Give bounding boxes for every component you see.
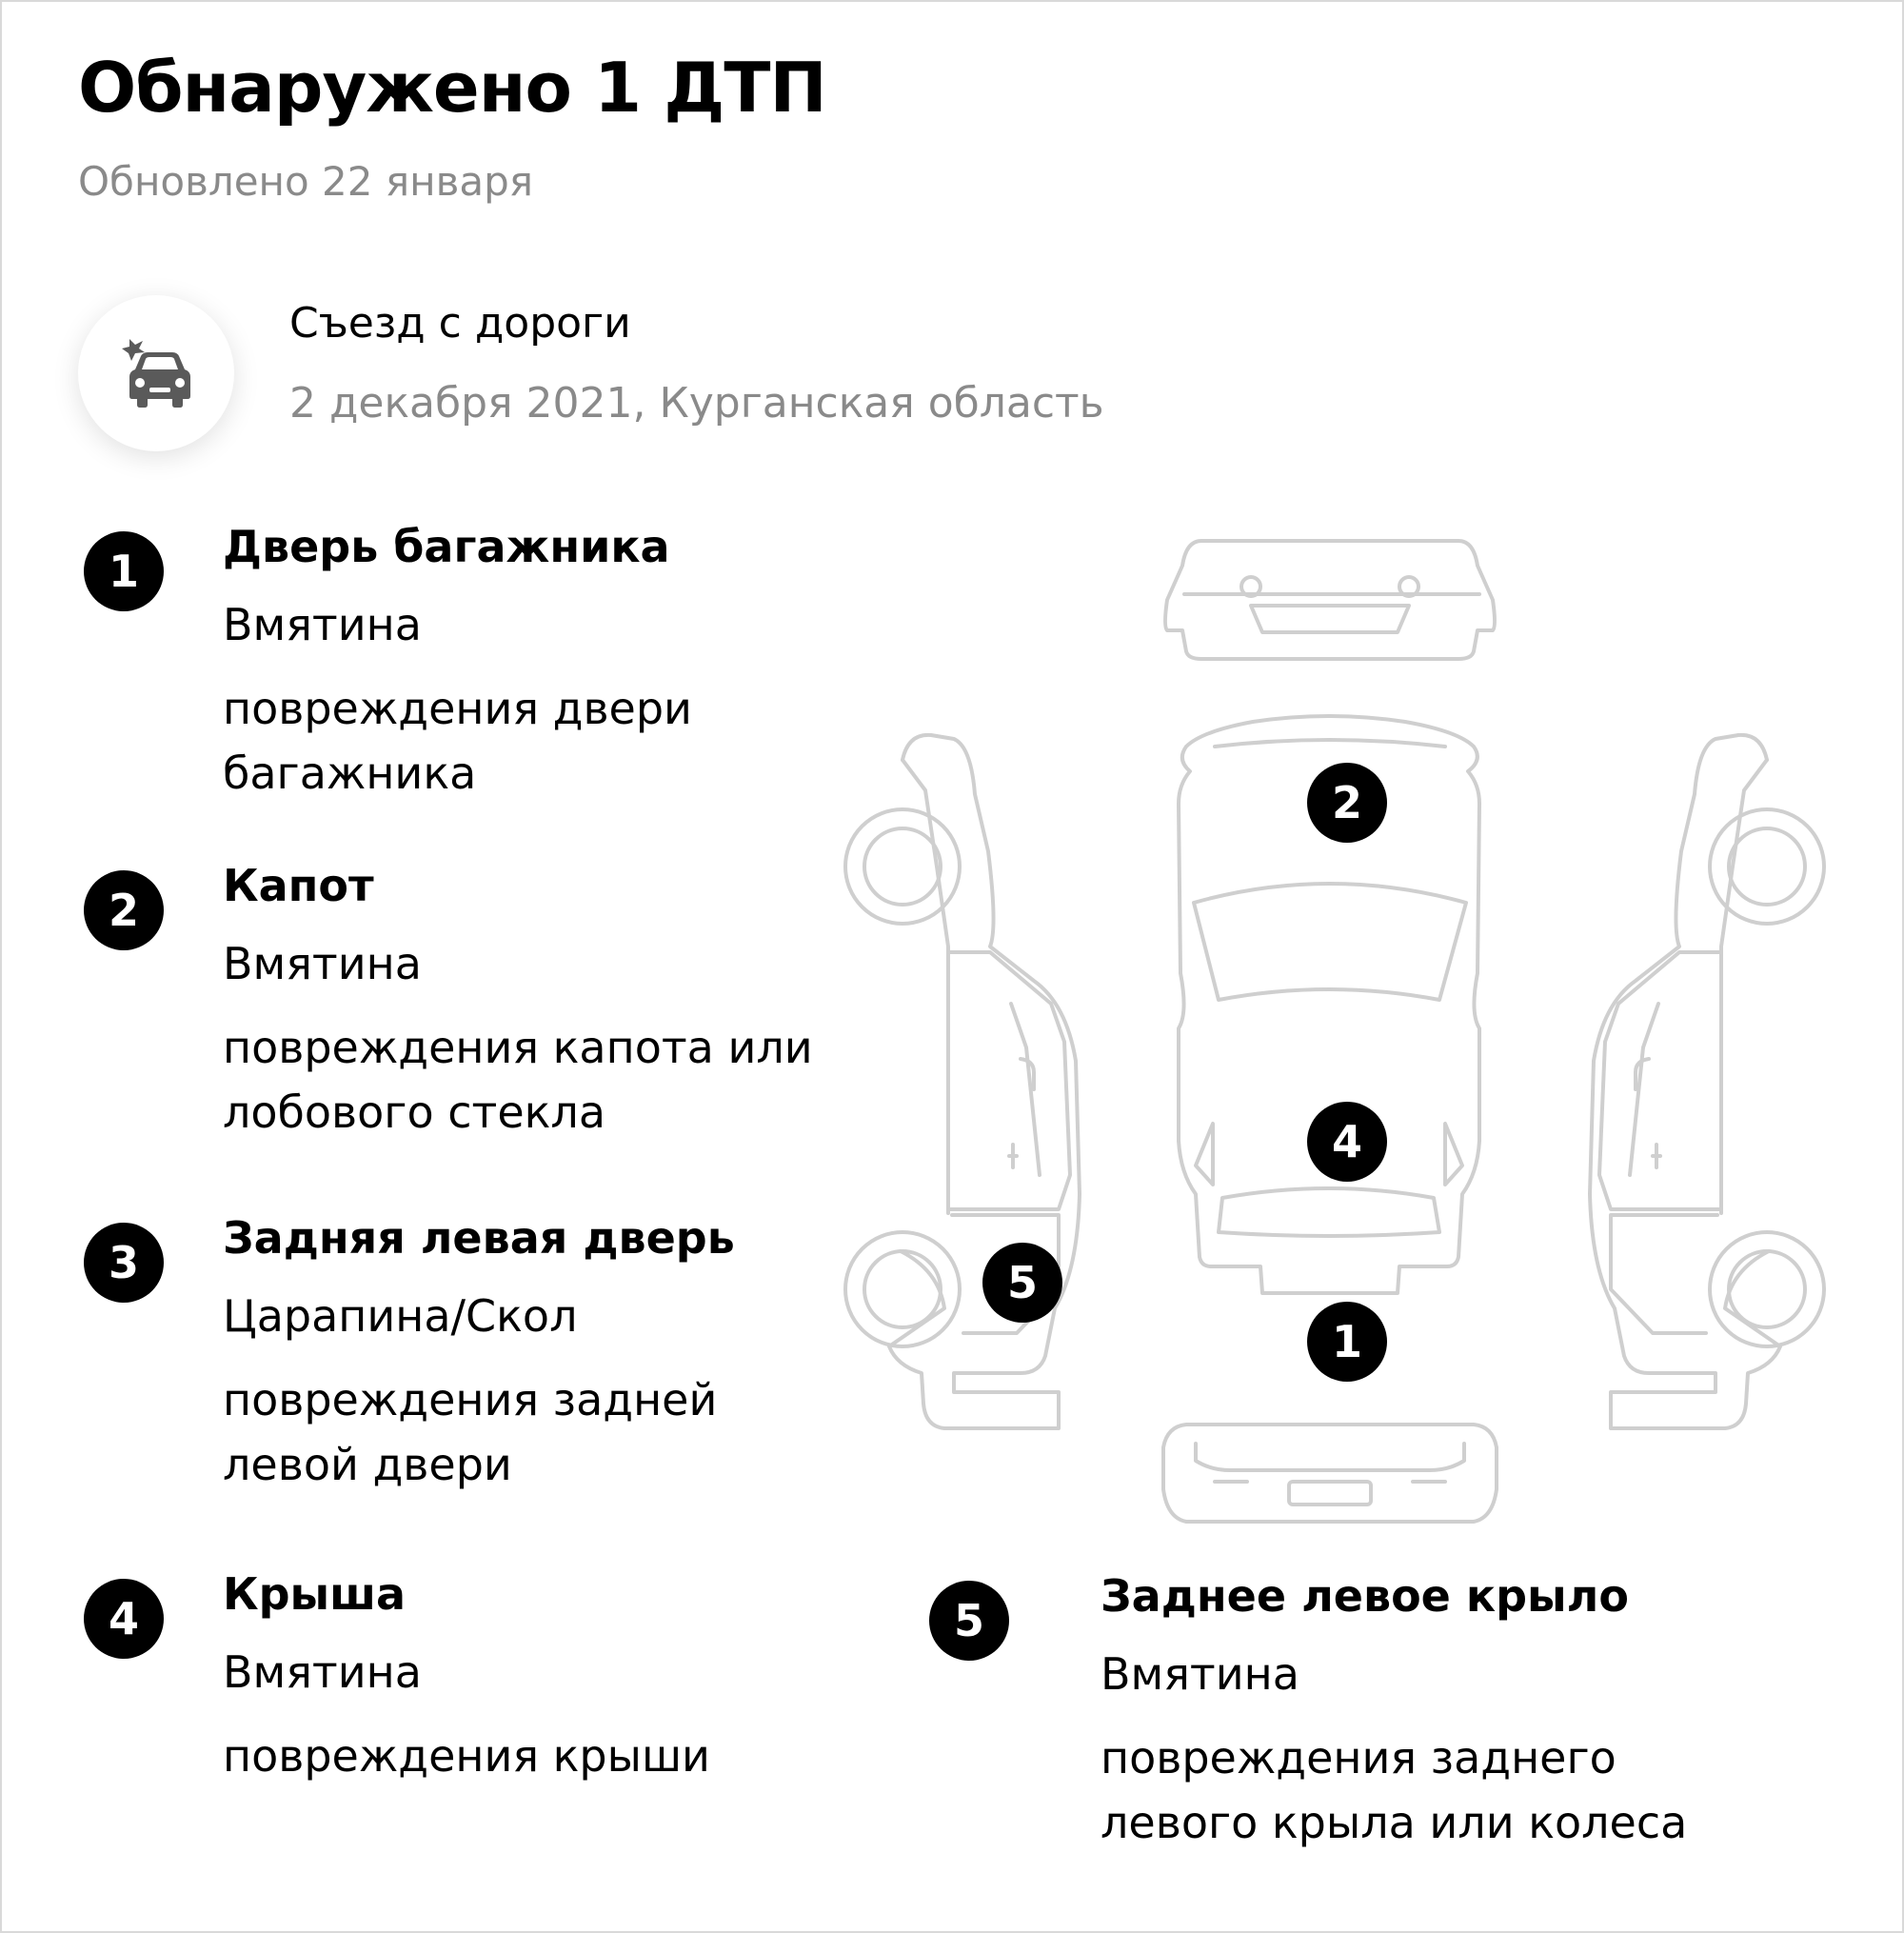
diagram-marker-roof: 4 [1307, 1102, 1387, 1182]
damage-number-badge: 1 [84, 531, 164, 611]
diagram-marker-trunk-door: 1 [1307, 1302, 1387, 1382]
damage-type: Вмятина [223, 938, 422, 989]
diagram-marker-hood: 2 [1307, 763, 1387, 843]
car-damage-diagram: 2 4 5 1 [830, 528, 1839, 1541]
event-details: 2 декабря 2021, Курганская область [289, 379, 1104, 428]
car-rear-view [1161, 1423, 1498, 1524]
car-right-side-view [1588, 732, 1826, 1430]
damage-part: Заднее левое крыло [1101, 1570, 1629, 1622]
damage-description: повреждения заднего левого крыла или кол… [1101, 1732, 1688, 1848]
damage-description: повреждения крыши [223, 1730, 710, 1782]
page-title: Обнаружено 1 ДТП [78, 48, 827, 128]
updated-date: Обновлено 22 января [78, 158, 533, 205]
damage-part: Задняя левая дверь [223, 1212, 735, 1264]
damage-number-badge: 3 [84, 1223, 164, 1303]
damage-type: Царапина/Скол [223, 1290, 578, 1342]
damage-part: Капот [223, 860, 374, 911]
damage-type: Вмятина [223, 599, 422, 650]
damage-type: Вмятина [223, 1646, 422, 1698]
car-crash-icon [78, 295, 234, 451]
damage-number-badge: 2 [84, 870, 164, 950]
damage-number-badge: 5 [929, 1581, 1009, 1661]
damage-description: повреждения капота или лобового стекла [223, 1022, 813, 1138]
damage-description: повреждения задней левой двери [223, 1374, 718, 1490]
damage-part: Крыша [223, 1568, 407, 1620]
damage-part: Дверь багажника [223, 521, 670, 572]
event-title: Съезд с дороги [289, 299, 631, 348]
damage-number-badge: 4 [84, 1579, 164, 1659]
diagram-marker-rear-left-fender: 5 [982, 1243, 1062, 1323]
damage-type: Вмятина [1101, 1648, 1299, 1700]
car-front-view [1163, 539, 1497, 661]
car-top-view [1177, 714, 1481, 1295]
damage-description: повреждения двери багажника [223, 683, 692, 799]
car-left-side-view [843, 732, 1081, 1430]
